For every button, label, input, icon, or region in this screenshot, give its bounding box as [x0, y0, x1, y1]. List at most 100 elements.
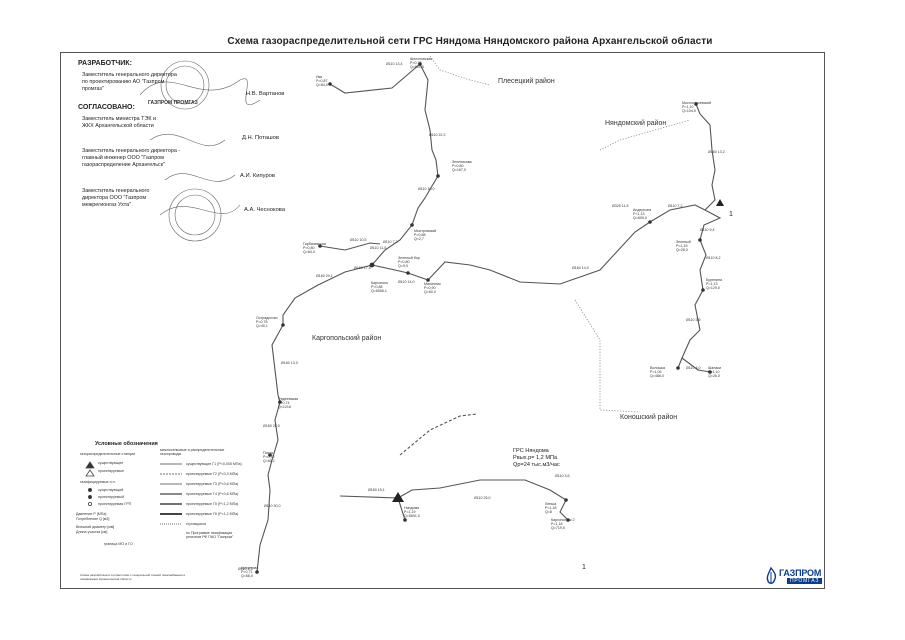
developer-heading: РАЗРАБОТЧИК:: [78, 60, 132, 67]
pipeline-east: [371, 221, 651, 285]
pipeline-southwest: [256, 264, 373, 573]
marker-zeleny: [698, 238, 702, 242]
marker-garbachevskaya: [318, 244, 322, 248]
legend-item: проектируемые Г2 (Р<0,3 МПа): [186, 472, 239, 476]
region-kargopolsky: Каргопольский район: [312, 335, 382, 342]
developer-role: Заместитель генерального директора по пр…: [82, 72, 177, 92]
stamp-ukhta: [168, 188, 222, 242]
signature-tek: [149, 134, 226, 146]
legend-item: строящиеся: [186, 522, 207, 526]
marker-nyandoma: [403, 518, 407, 522]
legend-title: Условные обозначения: [95, 441, 158, 447]
segment-label: Ø160 17,5: [354, 266, 371, 270]
footer-note: Схема разработана в соответствии с генер…: [80, 573, 186, 581]
legend-pressure: Давление Р [МПа]: [76, 512, 107, 516]
map-frame: [60, 52, 825, 589]
signature-gazprom-ga: [164, 173, 236, 182]
legend-item: газифицируемые н.п.: [80, 480, 116, 484]
legend-flow: Потребление Q [м3]: [76, 517, 110, 521]
signature-developer: [139, 78, 261, 106]
marker-zeleny-bor: [406, 271, 410, 275]
segment-label: Ø110 7,2: [668, 204, 683, 208]
segment-label: Ø110 14,0: [398, 280, 415, 284]
legend-col1-head: газораспределительные станции: [80, 452, 136, 456]
region-plesetsky: Плесецкий район: [498, 78, 555, 85]
segment-label: Ø110 7,2: [383, 240, 398, 244]
legend-item: проектируемые: [98, 469, 124, 473]
segment-label: Ø160 15,1: [368, 488, 385, 492]
pipeline-anderson: [649, 204, 706, 223]
marker-malinnik: [426, 278, 430, 282]
logo-brand: ГАЗПРОМ: [779, 568, 822, 578]
marker-lepsha: [564, 498, 568, 502]
agreed2-signatory: А.И. Кипуров: [240, 173, 275, 179]
agreed3-role: Заместитель генерального директора ООО "…: [82, 188, 150, 208]
legend-item: существующие Г1 (Р<0,005 МПа): [186, 462, 242, 466]
segment-label: Ø110 10,5: [350, 238, 367, 242]
gazprom-logo: ГАЗПРОМ ПРОМГАЗ: [765, 566, 825, 586]
segment-label: Ø110 4,0: [686, 366, 701, 370]
legend-item: проектируемая ГРП: [98, 502, 132, 506]
marker-krechetovo: [255, 570, 259, 574]
flame-icon: [766, 566, 777, 584]
developer-signatory: Н.В. Вартанов: [246, 91, 285, 97]
marker-mystrovsky: [410, 223, 414, 227]
pipeline-shalaki: [681, 357, 711, 373]
legend-boundary: граница МО и ГО: [104, 542, 133, 546]
marker-pikhta: [268, 453, 272, 457]
marker-mostostroevsky: [694, 102, 698, 106]
logo-sub: ПРОМГАЗ: [787, 578, 823, 584]
segment-label: Ø160 25,0: [263, 424, 280, 428]
marker-zelenikova: [436, 174, 440, 178]
segment-label: Ø110 25,0: [474, 496, 491, 500]
legend-item: проектируемый: [98, 495, 124, 499]
segment-label: Ø110 22,2: [429, 133, 446, 137]
pipeline-east-trunk: [677, 103, 722, 369]
marker-fadeevskaya: [278, 400, 282, 404]
segment-label: Ø110 4,3: [238, 567, 253, 571]
agreed1-role: Заместитель министра ТЭК и ЖКХ Архангель…: [82, 116, 156, 129]
segment-label: Ø110 3,6: [686, 318, 701, 322]
pipeline-konosha: [399, 413, 478, 456]
region-konoshsky: Коношский район: [620, 414, 678, 421]
legend-item: проектируемые Г3 (Р<0,6 МПа): [186, 482, 239, 486]
legend-item: проектируемые Г6 (Р<1,2 МПа): [186, 512, 239, 516]
legend-length: Длина участка [км]: [76, 530, 108, 534]
legend-item: существующие: [98, 461, 124, 465]
agreed1-signatory: Д.Н. Поташов: [242, 135, 279, 141]
legend-item: по Программе газификации регионов РФ ПАО…: [186, 531, 234, 540]
grs-label: ГРС Няндома Рвых.р= 1,2 МПа Qр=24 тыс.м3…: [513, 448, 560, 469]
segment-label: Ø160 20,1: [316, 274, 333, 278]
stamp-text: ГАЗПРОМ ПРОМГАЗ: [148, 100, 198, 106]
pipeline-grs: [397, 479, 567, 501]
segment-label: Ø325 11,5: [612, 204, 629, 208]
segment-label: Ø110 13,4: [386, 62, 403, 66]
legend-col2-head: межпоселковые и распределительные газопр…: [160, 448, 225, 457]
grs-station-icon: [392, 492, 404, 502]
segment-label: Ø160 13,0: [281, 361, 298, 365]
segment-label: Ø110 9,4: [700, 228, 715, 232]
approval-stamps: [139, 60, 261, 242]
legend-item: проектируемые Г4 (Р<0,6 МПа): [186, 492, 239, 496]
stamp-developer: [160, 60, 210, 110]
segment-label: Ø160 14,0: [572, 266, 589, 270]
grs-capacity: Qр=24 тыс.м3/час: [513, 462, 560, 468]
segment-label: Ø160 13,2: [708, 150, 725, 154]
